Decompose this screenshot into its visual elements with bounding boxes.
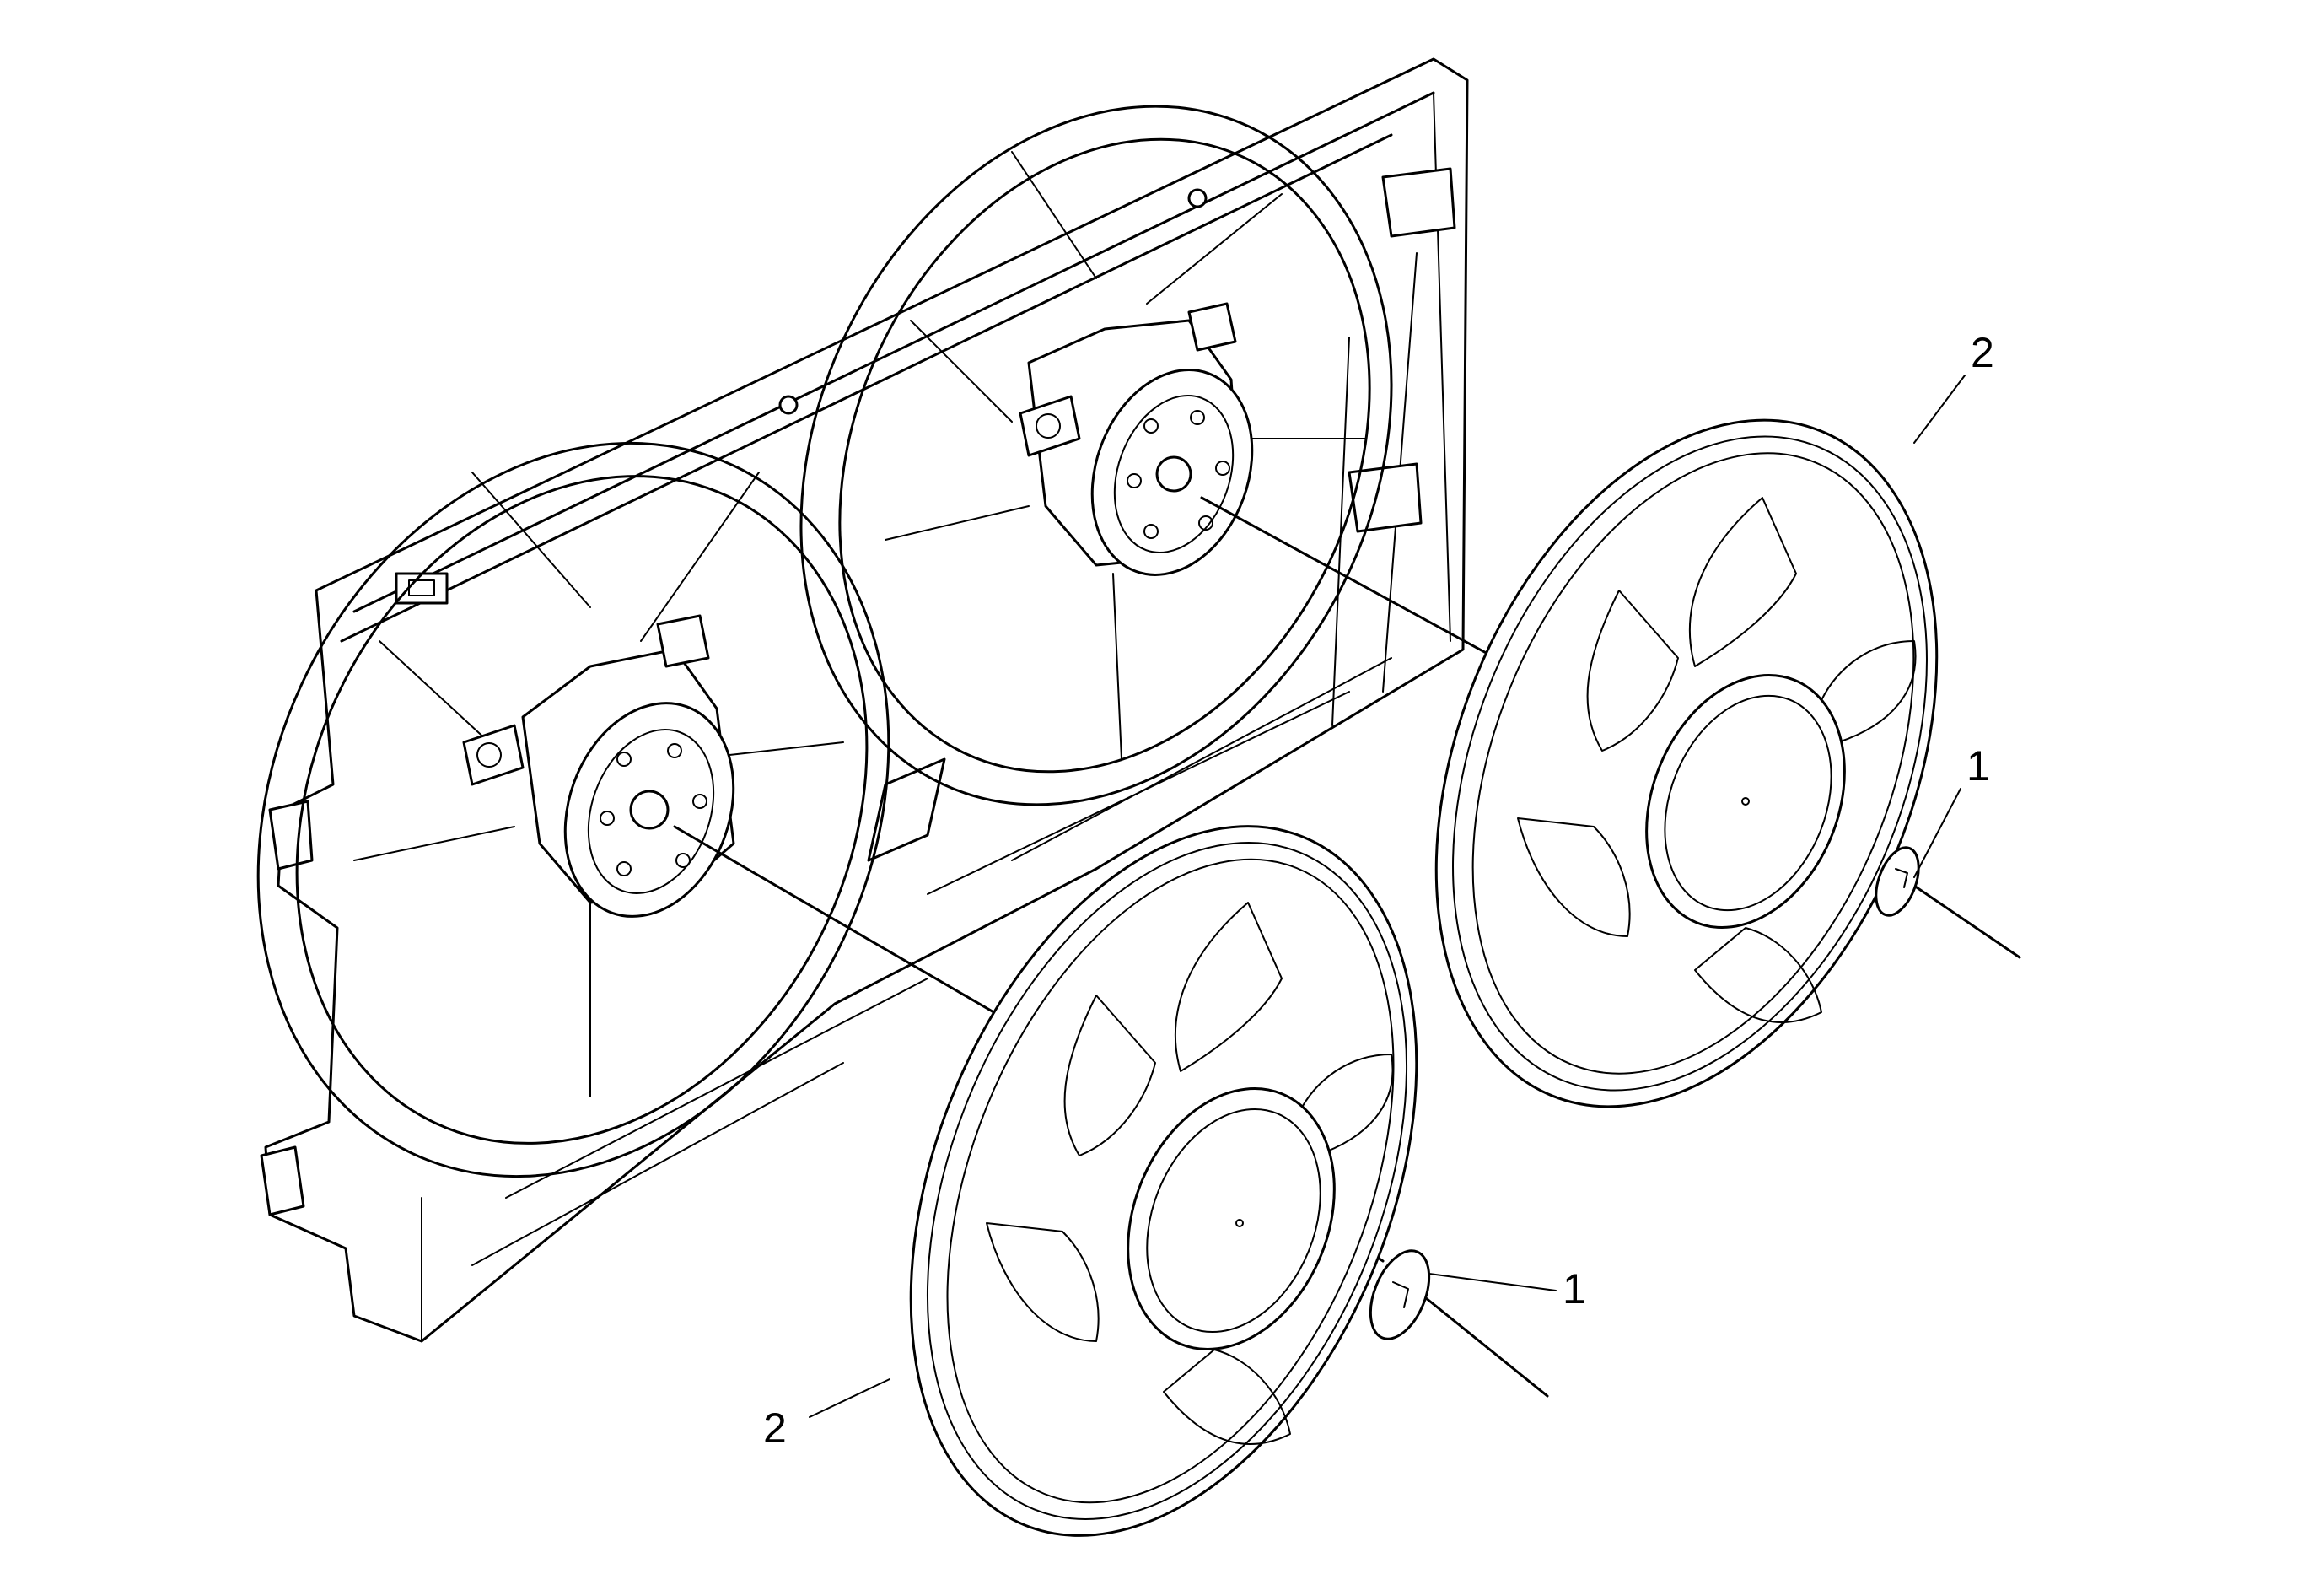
right-fan-retainer — [1875, 846, 1920, 917]
callout-2-lower: 2 — [763, 1378, 890, 1452]
right-fan-blade — [1434, 418, 1939, 1108]
left-fan-blade — [909, 825, 1418, 1537]
left-fan-retainer — [1369, 1249, 1431, 1340]
left-fan-motor — [462, 614, 735, 918]
callout-2-upper: 2 — [1913, 329, 1994, 444]
callout-label-1-upper: 1 — [1966, 742, 1990, 790]
callout-1-upper: 1 — [1913, 742, 1990, 878]
right-fan-motor — [1019, 302, 1254, 576]
callout-label-1-lower: 1 — [1563, 1265, 1586, 1313]
callout-1-lower: 1 — [1428, 1265, 1586, 1313]
callout-label-2-lower: 2 — [763, 1404, 787, 1452]
left-shroud-ring — [256, 441, 890, 1178]
callout-label-2-upper: 2 — [1971, 329, 1994, 376]
